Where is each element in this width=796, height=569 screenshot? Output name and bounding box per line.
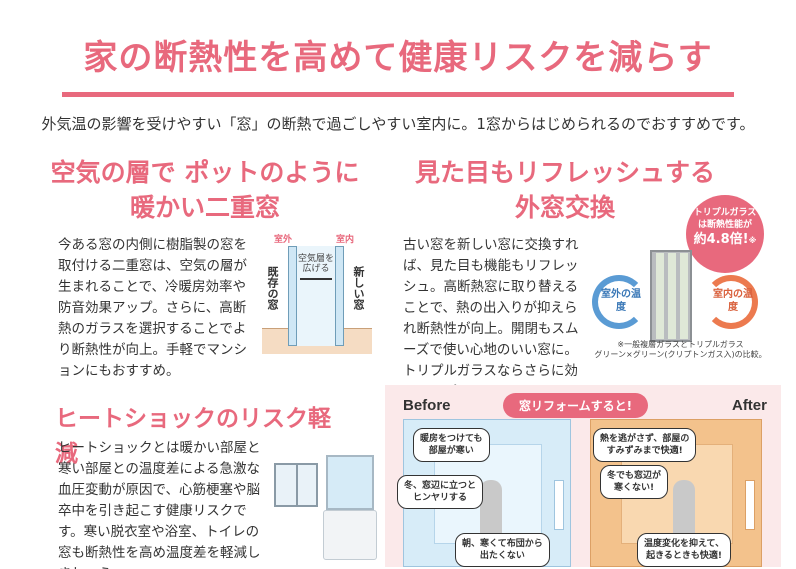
after-bubble-2: 冬でも窓辺が 寒くない! [600, 465, 669, 499]
intro-text: 外気温の影響を受けやすい「窓」の断熱で過ごしやすい室内に。1窓からはじめられるの… [41, 115, 755, 133]
before-bubble-3: 朝、寒くて布団から 出たくない [455, 533, 550, 567]
before-label: Before [403, 397, 451, 414]
before-bubble-1: 暖房をつけても 部屋が寒い [413, 428, 490, 462]
section1-body: 今ある窓の内側に樹脂製の窓を取付ける二重窓は、空気の層が生まれることで、冷暖房効… [58, 237, 247, 379]
inside-temp-arrow [704, 275, 758, 329]
after-bubble-1: 熱を逃がさず、部屋の すみずみまで快適! [593, 428, 697, 462]
after-bubble-3: 温度変化を抑えて、 起きるときも快適! [637, 533, 732, 567]
triple-glass-badge: トリプルガラス は断熱性能が 約4.8倍!※ [686, 195, 764, 273]
outside-temp-arrow [592, 275, 646, 329]
before-after-panel: Before After 窓リフォームすると! 暖房をつけても 部屋が寒い 冬、… [385, 385, 781, 567]
existing-window-label: 既存の窓 [266, 266, 279, 310]
person-icon [673, 480, 695, 540]
reform-tag: 窓リフォームすると! [503, 393, 649, 418]
person-icon [480, 480, 502, 540]
new-window-label: 新しい窓 [352, 266, 365, 310]
section3-body: ヒートショックとは暖かい部屋と寒い部屋との温度差による急激な血圧変動が原因で、心… [58, 440, 261, 569]
bathroom-illustration [268, 455, 383, 565]
outside-temp-label: 室外の温度 [601, 289, 641, 313]
inside-label: 室内 [336, 235, 355, 245]
section3-heading: ヒートショックのリスク軽減 [55, 406, 331, 467]
title-underline [62, 92, 734, 97]
triple-glass-diagram: トリプルガラス は断熱性能が 約4.8倍!※ 室外の温度 室内の温度 ※一般複層… [588, 195, 773, 370]
section2-heading: 見た目もリフレッシュする 外窓交換 [414, 158, 715, 222]
double-window-diagram: 室外 室内 空気層を広げる 既存の窓 新しい窓 [262, 228, 372, 368]
inside-temp-label: 室内の温度 [713, 289, 753, 313]
page-title: 家の断熱性を高めて健康リスクを減らす [83, 38, 713, 78]
before-bubble-2: 冬、窓辺に立つと ヒンヤリする [397, 475, 484, 509]
air-layer-label: 空気層を広げる [298, 254, 335, 274]
outside-label: 室外 [274, 235, 293, 245]
section1-heading: 空気の層で ポットのように 暖かい二重窓 [50, 158, 360, 222]
triple-glass-note: ※一般複層ガラスとトリプルガラス グリーン×グリーン(クリプトンガス入)の比較。 [594, 340, 767, 359]
air-layer-arrow [300, 278, 332, 280]
section2-body: 古い窓を新しい窓に交換すれば、見た目も機能もリフレッシュ。高断熱窓に取り替えるこ… [403, 237, 579, 400]
after-label: After [731, 397, 767, 414]
